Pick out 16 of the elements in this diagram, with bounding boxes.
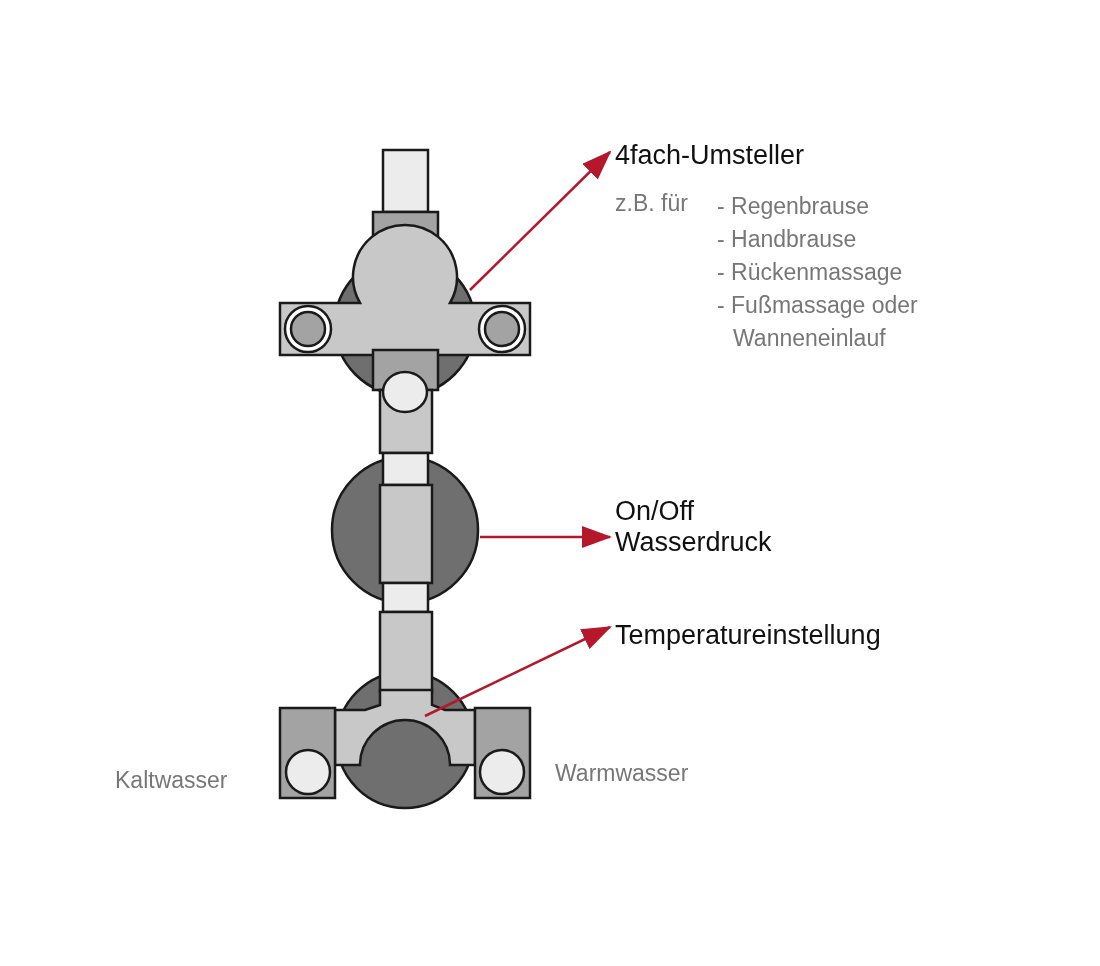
arrow <box>480 526 612 548</box>
list-item: - Fußmassage oder Wanneneinlauf <box>717 291 919 353</box>
callout-heading: 4fach-Umsteller <box>615 140 805 172</box>
callout-label: Temperatureinstellung <box>615 620 975 652</box>
callout-label: On/Off Wasserdruck <box>615 496 815 559</box>
list-item: - Handbrause <box>717 225 858 254</box>
thermostat-valve <box>278 610 532 810</box>
inlet-label: Warmwasser <box>555 760 689 787</box>
example-label: z.B. für <box>615 190 688 217</box>
shutoff-valve <box>330 451 480 614</box>
diverter-valve <box>278 148 532 455</box>
list-item: - Rückenmassage <box>717 258 904 287</box>
arrow <box>469 150 612 291</box>
list-item: - Regenbrause <box>717 192 871 221</box>
inlet-label: Kaltwasser <box>115 767 228 794</box>
arrow <box>424 625 612 718</box>
